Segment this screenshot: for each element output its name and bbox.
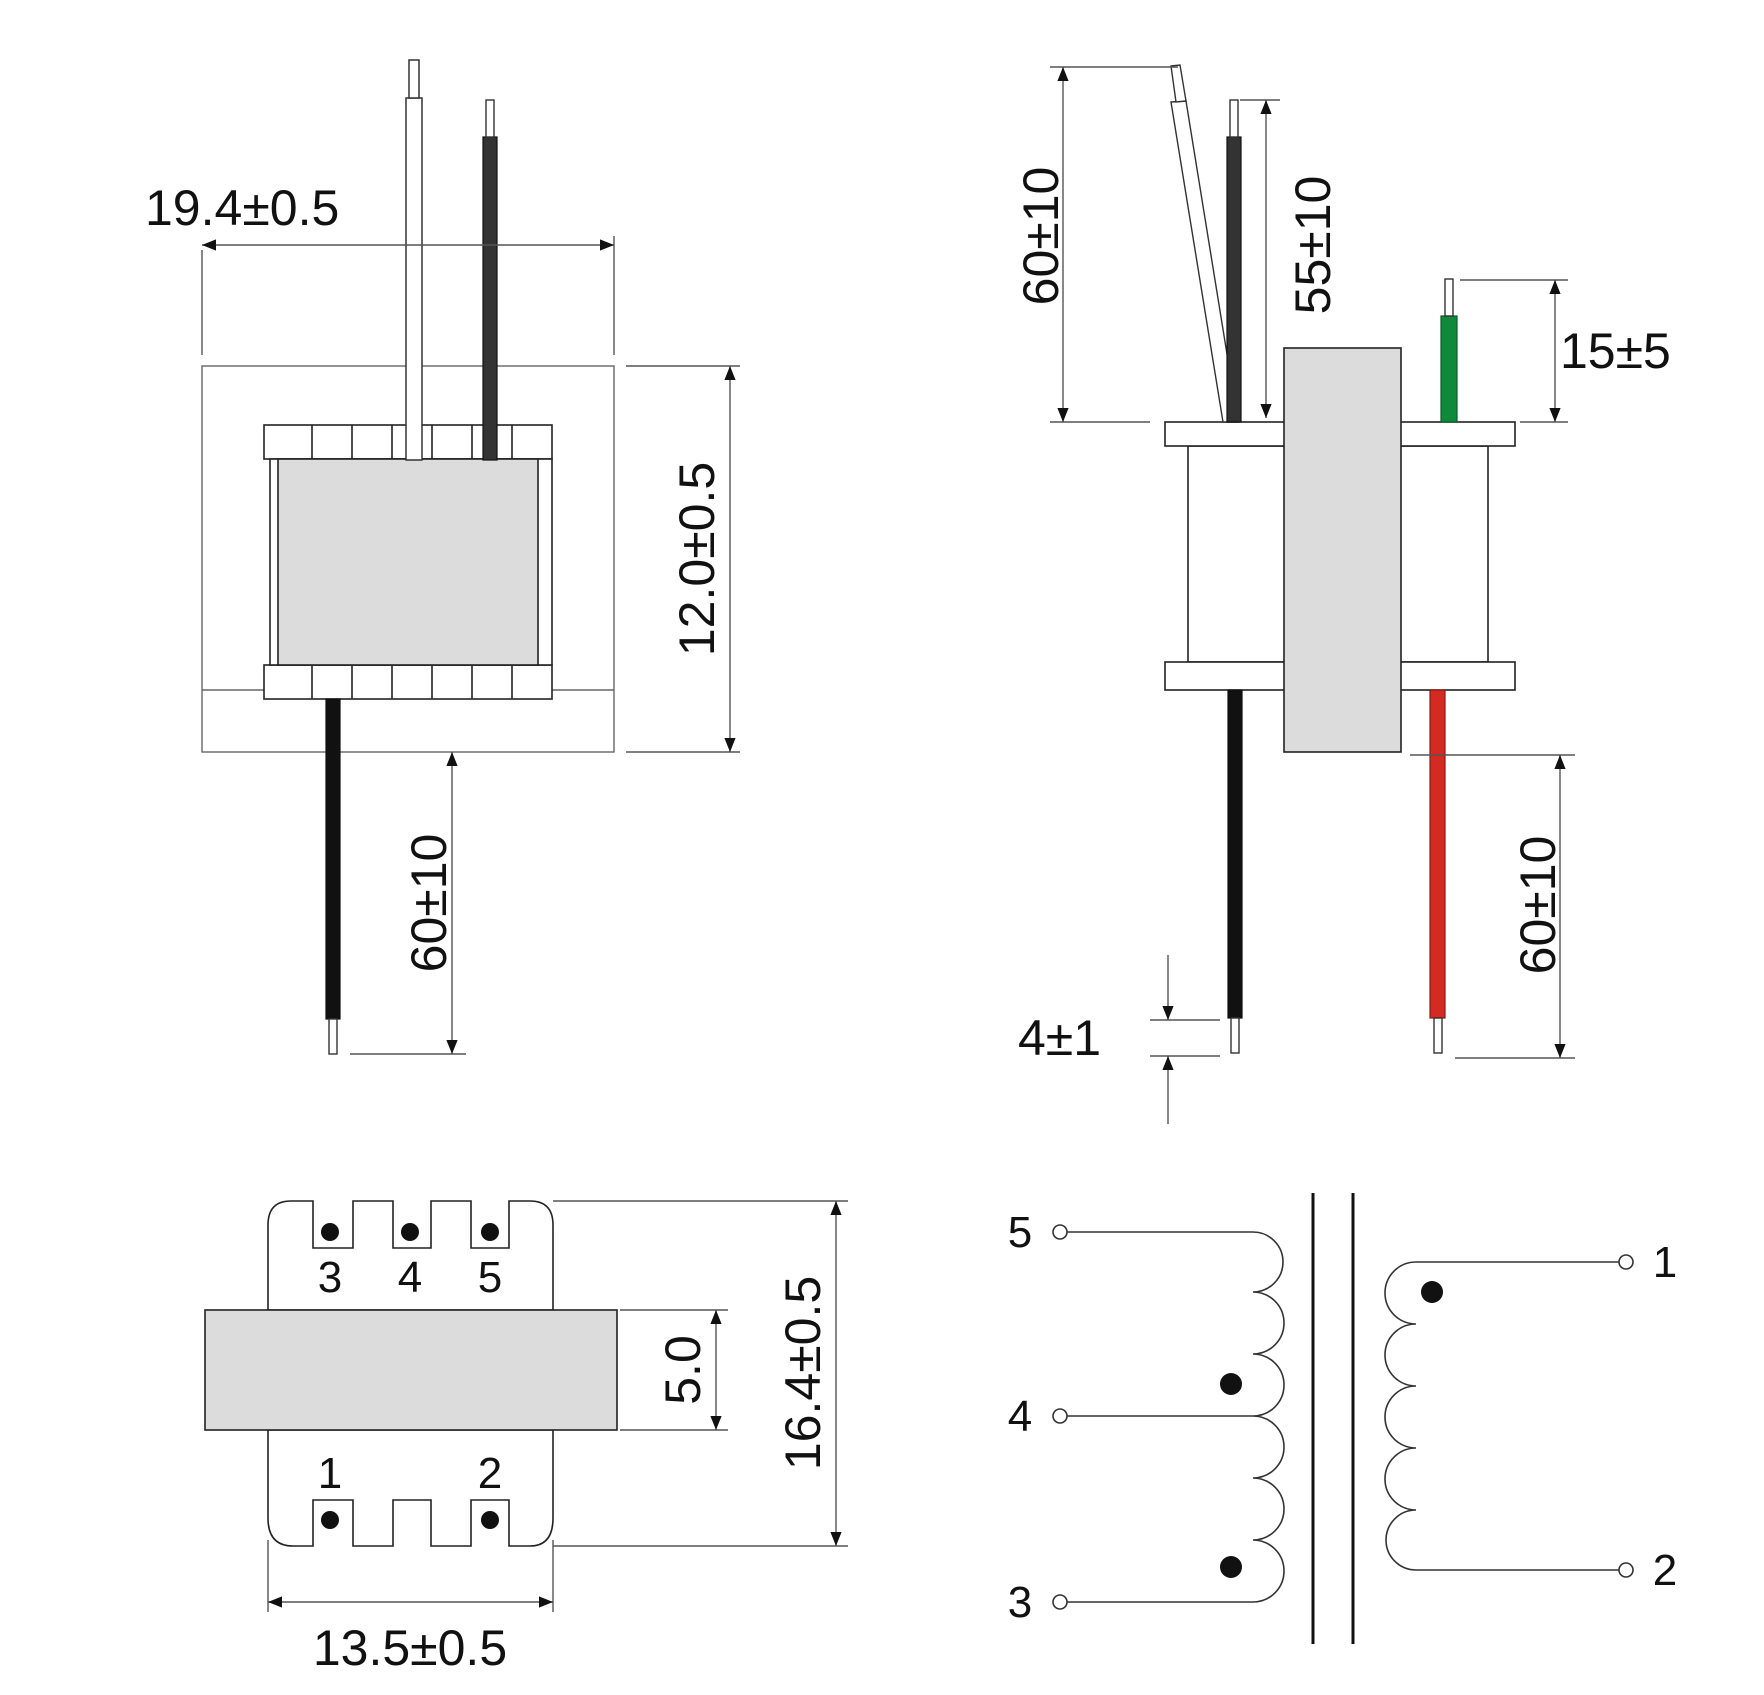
- front-view: 19.4±0.5 12.0±0.5 60±10: [145, 59, 740, 1055]
- bottom-pin-header: [267, 1429, 554, 1547]
- pin-label-5: 5: [478, 1253, 502, 1302]
- top-pin-header: [267, 1200, 554, 1311]
- terminal-1: [1618, 1254, 1634, 1270]
- side-top-long-dim: 60±10: [1013, 167, 1069, 306]
- core-side: [1283, 347, 1402, 753]
- pin-5-dot: [481, 1223, 499, 1241]
- side-green-dim: 15±5: [1560, 323, 1671, 379]
- core-thickness-dim: 5.0: [655, 1335, 711, 1405]
- front-height-dim: 12.0±0.5: [669, 462, 725, 656]
- phase-dot-primary-upper: [1220, 1373, 1242, 1395]
- terminal-2: [1618, 1562, 1634, 1578]
- pin-2-dot: [481, 1511, 499, 1529]
- terminal-3: [1052, 1594, 1068, 1610]
- black-lead-bottom: [325, 698, 341, 1055]
- front-width-dim: 19.4±0.5: [145, 180, 339, 236]
- bottom-height-dim: 16.4±0.5: [775, 1276, 831, 1470]
- white-lead: [405, 59, 423, 461]
- bobbin-bottom-flange: [263, 664, 553, 700]
- schematic: 5 4 3 1 2: [1008, 1193, 1677, 1644]
- pin-label-3: 3: [318, 1253, 342, 1302]
- front-lead-dim: 60±10: [401, 834, 457, 973]
- side-top-short-dim: 55±10: [1285, 176, 1341, 315]
- black-lead-side: [1227, 689, 1243, 1054]
- terminal-4: [1052, 1408, 1068, 1424]
- pin-label-2: 2: [478, 1449, 502, 1498]
- core-center: [277, 458, 539, 666]
- pin-3-dot: [321, 1223, 339, 1241]
- phase-dot-primary-lower: [1220, 1556, 1242, 1578]
- pin-1-dot: [321, 1511, 339, 1529]
- core-bottom: [204, 1309, 618, 1431]
- terminal-5: [1052, 1224, 1068, 1240]
- phase-dot-secondary: [1421, 1281, 1443, 1303]
- green-lead: [1440, 278, 1458, 423]
- pin-label-1: 1: [318, 1449, 342, 1498]
- secondary-winding: [1384, 1261, 1623, 1571]
- terminal-label-1: 1: [1653, 1238, 1677, 1287]
- side-view: 60±10 55±10 15±5 60±10 4±1: [1013, 64, 1671, 1124]
- bottom-width-dim: 13.5±0.5: [313, 1620, 507, 1676]
- bottom-view: 3 4 5 1 2 5.0 16.4±0.5 13.5±0.5: [204, 1200, 848, 1676]
- side-strip-dim: 4±1: [1018, 1010, 1101, 1066]
- primary-winding: [1063, 1231, 1285, 1603]
- pin-4-dot: [401, 1223, 419, 1241]
- terminal-label-5: 5: [1008, 1208, 1032, 1257]
- terminal-label-4: 4: [1008, 1392, 1032, 1441]
- pin-label-4: 4: [398, 1253, 422, 1302]
- side-bottom-dim: 60±10: [1510, 836, 1566, 975]
- dark-lead-top: [1226, 99, 1242, 423]
- terminal-label-2: 2: [1653, 1546, 1677, 1595]
- dark-lead: [482, 99, 498, 461]
- red-lead: [1429, 689, 1446, 1054]
- terminal-label-3: 3: [1008, 1578, 1032, 1627]
